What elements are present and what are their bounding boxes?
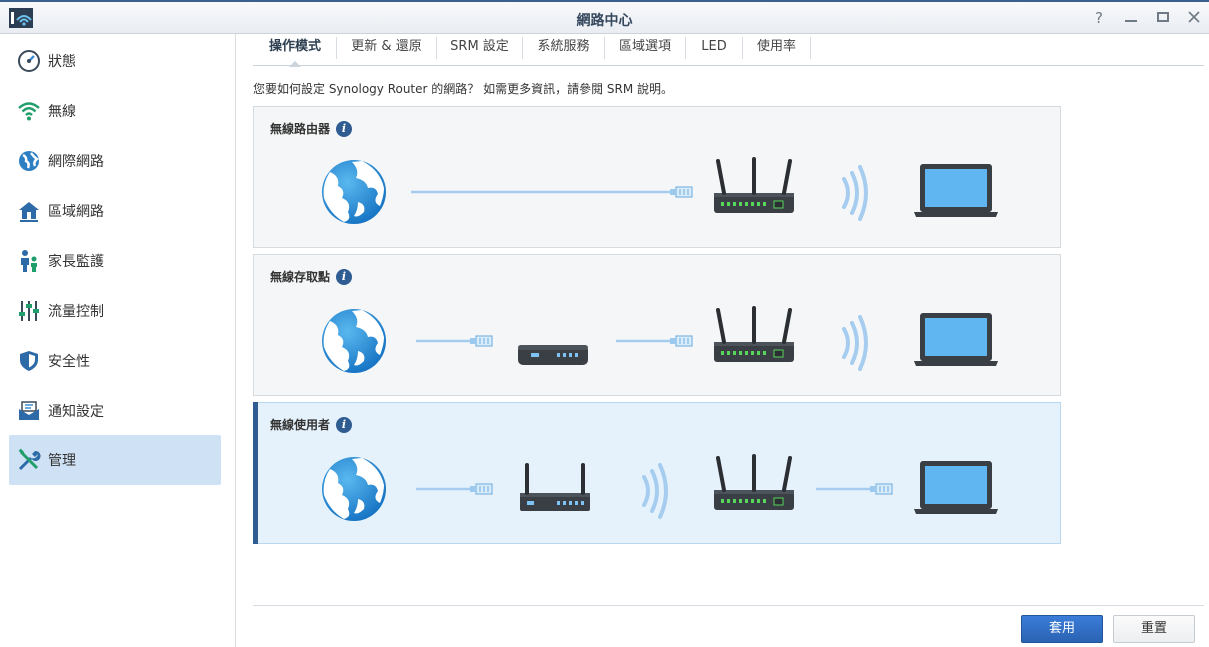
tab-srm-settings[interactable]: SRM 設定 [450, 39, 509, 54]
laptop-icon [914, 461, 998, 514]
footer-divider [253, 605, 1204, 606]
home-network-icon [16, 198, 42, 224]
sidebar-item-label: 管理 [48, 453, 76, 469]
info-icon[interactable]: i [336, 416, 353, 433]
sidebar-item-label: 流量控制 [48, 304, 104, 320]
selected-indicator [253, 402, 258, 544]
mode-title-label: 無線存取點 [270, 270, 331, 284]
intro-text: 您要如何設定 Synology Router 的網路？ 如需更多資訊，請參閱 S… [253, 82, 674, 96]
sidebar-item-administration[interactable]: 管理 [9, 435, 221, 485]
sidebar-item-security[interactable]: 安全性 [9, 336, 221, 386]
laptop-icon [914, 164, 998, 217]
tab-separator [685, 37, 686, 59]
sidebar-item-label: 家長監護 [48, 254, 104, 270]
reset-button[interactable]: 重置 [1113, 615, 1195, 643]
help-icon[interactable]: ? [1095, 9, 1103, 27]
sidebar-item-label: 網際網路 [48, 154, 104, 170]
wifi-icon [16, 98, 42, 124]
sidebar-item-parental-control[interactable]: 家長監護 [9, 236, 221, 286]
gauge-icon [16, 48, 42, 74]
tab-separator [742, 37, 743, 59]
modem-icon [518, 345, 588, 365]
mode-diagram [322, 157, 998, 224]
tab-bar: 操作模式 更新 & 還原 SRM 設定 系統服務 區域選項 LED 使用率 [253, 34, 1204, 67]
sidebar: 狀態 無線 網際網路 區域網路 家長監護 流量控制 安全性 [0, 34, 236, 647]
mode-diagram [322, 306, 998, 373]
mode-title: 無線使用者 i [270, 416, 353, 433]
sidebar-item-internet[interactable]: 網際網路 [9, 136, 221, 186]
tab-region-options[interactable]: 區域選項 [618, 39, 671, 54]
internet-globe-icon [322, 309, 386, 373]
internet-globe-icon [322, 160, 386, 224]
tab-led[interactable]: LED [701, 39, 727, 54]
ethernet-plug-icon [669, 335, 693, 347]
tools-icon [16, 447, 42, 473]
mode-card-wireless-client[interactable]: 無線使用者 i [253, 402, 1061, 544]
mode-title-label: 無線路由器 [270, 122, 331, 136]
window-title: 網路中心 [576, 13, 633, 29]
tab-separator [522, 37, 523, 59]
maximize-icon[interactable] [1152, 7, 1174, 29]
wireless-signal-icon [842, 165, 868, 221]
sidebar-item-label: 無線 [48, 104, 76, 120]
tab-utilization[interactable]: 使用率 [756, 39, 796, 54]
router-icon [712, 454, 796, 512]
parent-child-icon [16, 248, 42, 274]
sliders-icon [16, 298, 42, 324]
sidebar-item-label: 狀態 [48, 54, 76, 70]
title-bar: 網路中心 ? [0, 0, 1209, 34]
mode-title: 無線存取點 i [270, 268, 353, 285]
tab-separator [436, 37, 437, 59]
close-icon[interactable] [1183, 7, 1205, 29]
ethernet-plug-icon [869, 483, 893, 495]
tab-separator [604, 37, 605, 59]
ethernet-plug-icon [669, 186, 693, 198]
globe-icon [16, 148, 42, 174]
access-point-icon [518, 463, 592, 513]
sidebar-item-lan[interactable]: 區域網路 [9, 186, 221, 236]
info-icon[interactable]: i [336, 120, 353, 137]
tab-separator [336, 37, 337, 59]
shield-icon [16, 348, 42, 374]
tab-separator [810, 37, 811, 59]
sidebar-item-wireless[interactable]: 無線 [9, 86, 221, 136]
wireless-signal-icon [842, 315, 868, 371]
sidebar-item-label: 通知設定 [48, 404, 104, 420]
ethernet-plug-icon [469, 335, 493, 347]
mode-card-wireless-router[interactable]: 無線路由器 i [253, 106, 1061, 248]
router-icon [712, 157, 796, 215]
mode-title: 無線路由器 i [270, 120, 353, 137]
network-center-app-icon [9, 8, 33, 28]
mail-icon [16, 398, 42, 424]
sidebar-item-status[interactable]: 狀態 [9, 36, 221, 86]
tab-operation-mode[interactable]: 操作模式 [255, 34, 335, 67]
minimize-icon[interactable] [1120, 7, 1142, 29]
sidebar-item-label: 安全性 [48, 354, 90, 370]
mode-card-wireless-access-point[interactable]: 無線存取點 i [253, 254, 1061, 396]
wireless-signal-icon [642, 463, 668, 519]
mode-title-label: 無線使用者 [270, 418, 331, 432]
internet-globe-icon [322, 457, 386, 521]
tab-system-services[interactable]: 系統服務 [537, 39, 590, 54]
tab-update-restore[interactable]: 更新 & 還原 [351, 39, 422, 54]
sidebar-item-notification[interactable]: 通知設定 [9, 386, 221, 436]
laptop-icon [914, 313, 998, 366]
router-icon [712, 306, 796, 364]
info-icon[interactable]: i [336, 268, 353, 285]
sidebar-item-traffic-control[interactable]: 流量控制 [9, 286, 221, 336]
mode-diagram [322, 454, 998, 521]
apply-button[interactable]: 套用 [1021, 615, 1103, 643]
ethernet-plug-icon [469, 483, 493, 495]
sidebar-item-label: 區域網路 [48, 204, 104, 220]
